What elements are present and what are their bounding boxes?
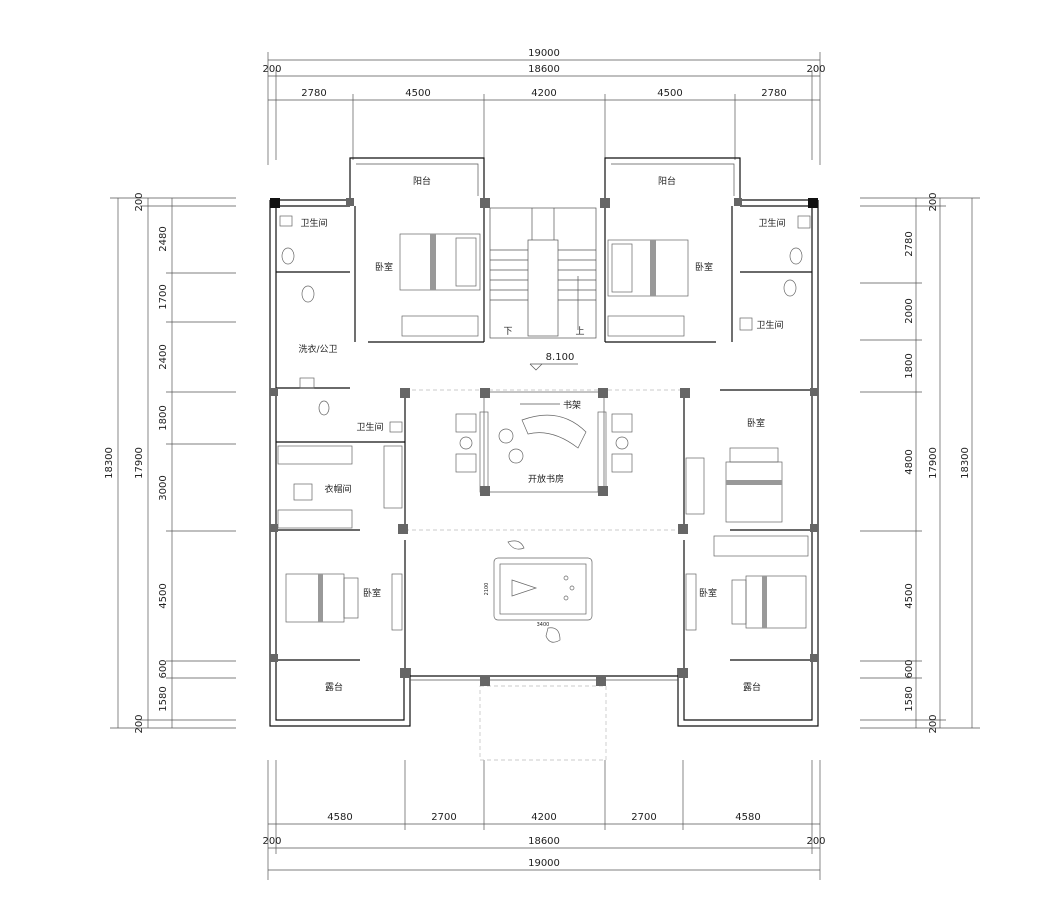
right-seg-3: 1800: [904, 353, 915, 378]
room-labels: 阳台 阳台 卫生间 卫生间 卫生间 卫生间 卧室 卧室 卧室 卧室 卧室 洗衣/…: [298, 175, 785, 693]
left-dimensions: 18300 17900 200 200 2480 1700 2400 1800 …: [104, 192, 236, 734]
left-seg-8: 1580: [158, 686, 169, 711]
bed-bottom-right: [685, 573, 807, 631]
bath-right-2-label: 卫生间: [756, 319, 783, 331]
left-overall-dim: 18300: [104, 447, 115, 479]
left-seg-2: 1700: [158, 284, 169, 309]
right-dimensions: 2780 2000 1800 4800 4500 600 1580 17900 …: [860, 192, 980, 734]
right-seg-7: 1580: [904, 686, 915, 711]
study-label: 开放书房: [528, 473, 564, 485]
bottom-seg-5: 4580: [735, 812, 760, 823]
stairs-down-label: 下: [503, 327, 512, 337]
bottom-seg-1: 4580: [327, 812, 352, 823]
right-seg-5: 4500: [904, 583, 915, 608]
left-seg-6: 4500: [158, 583, 169, 608]
right-overall-dim: 18300: [960, 447, 971, 479]
right-seg-2: 2000: [904, 298, 915, 323]
elevation-marker: 8.100: [529, 352, 578, 371]
top-dimensions: 19000 18600 200 200 2780 4500 4200 4500 …: [262, 48, 826, 165]
walls: [269, 157, 819, 761]
right-seg-4: 4800: [904, 449, 915, 474]
top-inner-dim: 18600: [528, 64, 560, 75]
bed-top-left: [399, 233, 481, 337]
top-seg-4: 4500: [657, 88, 682, 99]
bottom-edge-left-dim: 200: [262, 836, 281, 847]
right-seg-6: 600: [904, 659, 915, 678]
bottom-seg-4: 2700: [631, 812, 656, 823]
bedroom-top-right-label: 卧室: [695, 261, 713, 273]
bottom-inner-dim: 18600: [528, 836, 560, 847]
bottom-dimensions: 4580 2700 4200 2700 4580 18600 200 200 1…: [262, 760, 826, 880]
top-overall-dim: 19000: [528, 48, 560, 59]
bed-right-mid: [685, 447, 809, 557]
bottom-edge-right-dim: 200: [806, 836, 825, 847]
right-seg-1: 2780: [904, 231, 915, 256]
right-edge-bottom-dim: 200: [928, 714, 939, 733]
columns: [270, 198, 818, 686]
left-seg-3: 2400: [158, 344, 169, 369]
right-inner-dim: 17900: [928, 447, 939, 479]
bed-top-right: [607, 239, 689, 337]
table-height-label: 2100: [484, 583, 490, 596]
left-seg-5: 3000: [158, 475, 169, 500]
bottom-overall-dim: 19000: [528, 858, 560, 869]
left-seg-1: 2480: [158, 226, 169, 251]
bedroom-right-mid-label: 卧室: [747, 417, 765, 429]
bottom-seg-2: 2700: [431, 812, 456, 823]
bathroom-fixtures: [279, 215, 811, 433]
balcony-right-label: 阳台: [658, 175, 676, 187]
top-seg-1: 2780: [301, 88, 326, 99]
bed-bottom-left: [285, 573, 403, 631]
left-seg-7: 600: [158, 659, 169, 678]
bedroom-bottom-right-label: 卧室: [699, 587, 717, 599]
elevation-label: 8.100: [546, 352, 575, 363]
right-edge-top-dim: 200: [928, 192, 939, 211]
bedroom-bottom-left-label: 卧室: [363, 587, 381, 599]
top-seg-5: 2780: [761, 88, 786, 99]
closet-label: 衣帽间: [324, 483, 351, 495]
bath-top-right-label: 卫生间: [758, 217, 785, 229]
balcony-left-label: 阳台: [413, 175, 431, 187]
laundry-label: 洗衣/公卫: [298, 343, 337, 355]
left-inner-dim: 17900: [134, 447, 145, 479]
bath-top-left-label: 卫生间: [300, 217, 327, 229]
top-edge-left-dim: 200: [262, 64, 281, 75]
bath-mid-left-label: 卫生间: [356, 421, 383, 433]
billiard-table: 3400 2100: [484, 540, 593, 643]
bookshelf-label: 书架: [563, 400, 581, 411]
left-edge-bottom-dim: 200: [134, 714, 145, 733]
bedroom-top-left-label: 卧室: [375, 261, 393, 273]
left-edge-top-dim: 200: [134, 192, 145, 211]
closet-fixtures: [277, 445, 403, 529]
terrace-left-label: 露台: [325, 681, 343, 693]
stairs-up-label: 上: [575, 326, 584, 337]
bottom-seg-3: 4200: [531, 812, 556, 823]
staircase: 下 上: [489, 207, 597, 339]
terrace-right-label: 露台: [743, 681, 761, 693]
top-seg-3: 4200: [531, 88, 556, 99]
left-seg-4: 1800: [158, 405, 169, 430]
top-edge-right-dim: 200: [806, 64, 825, 75]
top-seg-2: 4500: [405, 88, 430, 99]
table-width-label: 3400: [537, 622, 550, 628]
study-furniture: 书架 开放书房: [455, 400, 633, 493]
